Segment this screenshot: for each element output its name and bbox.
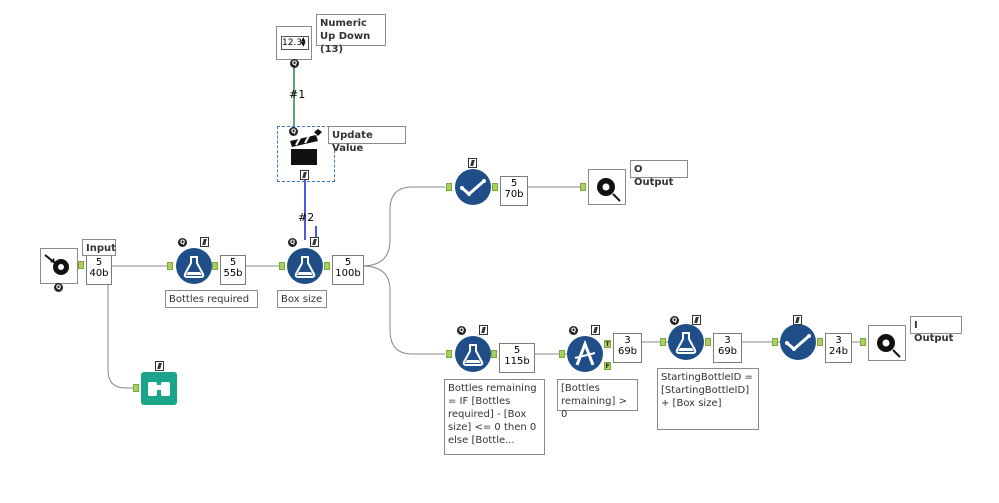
lightning-bolt-icon bbox=[793, 315, 802, 325]
lightning-bolt-icon bbox=[310, 237, 319, 247]
q-badge-icon: Q bbox=[288, 238, 297, 247]
flask-icon bbox=[675, 332, 697, 354]
output-anchor[interactable] bbox=[324, 262, 330, 270]
filter-tool[interactable] bbox=[567, 336, 603, 372]
lightning-bolt-icon bbox=[155, 361, 164, 371]
q-badge-icon: Q bbox=[457, 326, 466, 335]
output-anchor[interactable] bbox=[491, 350, 497, 358]
filter-label: [Bottles remaining] > 0 bbox=[557, 379, 638, 420]
input-label: Input bbox=[82, 239, 116, 256]
gear-output-icon bbox=[877, 334, 901, 358]
input-anchor[interactable] bbox=[860, 338, 866, 346]
clapperboard-icon bbox=[290, 129, 322, 165]
input-anchor[interactable] bbox=[559, 350, 565, 358]
lightning-bolt-icon bbox=[692, 315, 701, 325]
numeric-value: 12.3 bbox=[281, 36, 309, 50]
lightning-bolt-icon bbox=[468, 158, 477, 168]
flask-icon bbox=[462, 344, 484, 366]
output-tool-i[interactable] bbox=[868, 325, 906, 361]
false-anchor[interactable]: F bbox=[604, 362, 611, 370]
formula-bottles-label: Bottles required bbox=[165, 290, 258, 308]
output-anchor[interactable] bbox=[492, 183, 498, 191]
q-badge-icon: Q bbox=[54, 283, 63, 292]
binoculars-icon bbox=[148, 382, 170, 396]
numeric-tool-label: Numeric Up Down (13) bbox=[316, 14, 386, 55]
gear-output-icon bbox=[597, 178, 621, 202]
output-o-label: O Output bbox=[630, 160, 688, 188]
output-anchor[interactable] bbox=[705, 338, 711, 346]
checkmark-icon bbox=[460, 179, 486, 196]
browse-tool[interactable] bbox=[141, 372, 177, 405]
input-anchor[interactable] bbox=[167, 262, 173, 270]
output-anchor[interactable] bbox=[817, 338, 823, 346]
q-badge-icon: Q bbox=[569, 326, 578, 335]
q-badge-icon: Q bbox=[670, 316, 679, 325]
output-anchor[interactable] bbox=[78, 261, 84, 269]
formula-tool[interactable] bbox=[668, 324, 704, 360]
connection-label-2: #2 bbox=[298, 211, 315, 224]
formula-remaining-label: Bottles remaining = IF [Bottles required… bbox=[444, 379, 545, 455]
output-i-label: I Output bbox=[910, 316, 962, 344]
select-tool[interactable] bbox=[780, 324, 816, 360]
checkmark-icon bbox=[785, 334, 811, 351]
input-anchor[interactable] bbox=[133, 384, 139, 392]
formula-tool[interactable] bbox=[287, 248, 323, 284]
input-anchor[interactable] bbox=[279, 262, 285, 270]
input-anchor[interactable] bbox=[446, 183, 452, 191]
formula-start-label: StartingBottleID = [StartingBottleID] + … bbox=[657, 368, 759, 430]
lightning-bolt-icon bbox=[479, 325, 488, 335]
select-tool[interactable] bbox=[455, 169, 491, 205]
input-anchor[interactable] bbox=[772, 338, 778, 346]
formula-tool[interactable] bbox=[176, 248, 212, 284]
input-anchor[interactable] bbox=[580, 183, 586, 191]
gear-input-icon bbox=[44, 254, 69, 275]
q-badge-icon: Q bbox=[178, 238, 187, 247]
update-value-label: Update Value bbox=[328, 126, 406, 154]
formula-box-label: Box size bbox=[277, 290, 327, 308]
q-badge-icon: Q bbox=[290, 59, 299, 68]
flask-icon bbox=[294, 256, 316, 278]
input-anchor[interactable] bbox=[660, 338, 666, 346]
spinner-arrows-icon: ▲▼ bbox=[301, 36, 306, 48]
connection-label-1: #1 bbox=[289, 88, 306, 101]
input-tool[interactable] bbox=[40, 248, 78, 284]
update-value-tool[interactable] bbox=[277, 126, 335, 182]
input-anchor[interactable] bbox=[446, 350, 452, 358]
output-tool-o[interactable] bbox=[588, 169, 626, 205]
lightning-bolt-icon bbox=[591, 325, 600, 335]
lightning-bolt-icon bbox=[300, 170, 309, 180]
formula-tool[interactable] bbox=[455, 336, 491, 372]
numeric-up-down-tool[interactable]: 12.3 ▲▼ bbox=[276, 26, 312, 60]
filter-a-icon bbox=[574, 339, 596, 366]
q-badge-icon: Q bbox=[289, 127, 298, 136]
output-anchor[interactable] bbox=[212, 262, 218, 270]
true-anchor[interactable]: T bbox=[604, 340, 611, 348]
lightning-bolt-icon bbox=[200, 237, 209, 247]
flask-icon bbox=[183, 256, 205, 278]
